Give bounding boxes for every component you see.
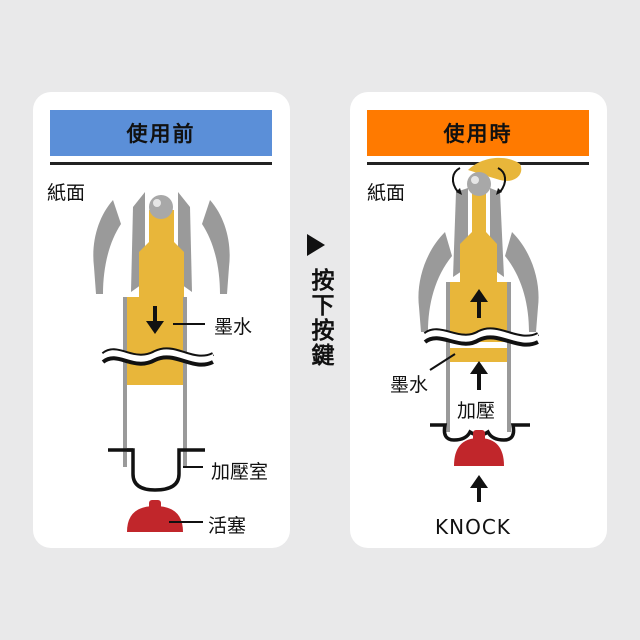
after-knock-arrow-head xyxy=(470,475,488,488)
after-up-arrow-head xyxy=(470,289,488,302)
before-title: 使用前 xyxy=(50,110,272,156)
before-tube-left-wall xyxy=(123,297,127,467)
before-right-jaw xyxy=(202,200,230,294)
before-left-jaw xyxy=(93,200,121,294)
after-title: 使用時 xyxy=(367,110,589,156)
after-ink-label: 墨水 xyxy=(390,374,429,396)
rotate-left-icon xyxy=(452,167,461,193)
before-ink-label: 墨水 xyxy=(214,316,253,338)
before-panel: 使用前 xyxy=(33,92,290,548)
rotate-right-icon xyxy=(497,167,506,193)
before-piston-label: 活塞 xyxy=(208,515,247,537)
before-ball xyxy=(149,195,173,219)
after-diagram xyxy=(418,157,539,502)
after-ink-blob xyxy=(468,157,522,181)
after-piston xyxy=(454,438,504,466)
before-chamber-label: 加壓室 xyxy=(211,461,269,483)
before-ink-channel xyxy=(139,210,184,297)
before-down-arrow-head xyxy=(146,321,164,334)
after-tube-left-wall xyxy=(446,282,450,432)
after-left-jaw xyxy=(418,232,452,332)
before-chamber xyxy=(108,448,205,492)
after-panel: 使用時 xyxy=(350,92,607,548)
after-ball xyxy=(467,172,491,196)
after-right-jaw xyxy=(505,232,539,332)
after-tube-right-wall xyxy=(507,282,511,432)
after-ink-channel xyxy=(460,192,497,287)
before-divider xyxy=(50,162,272,165)
transition-text: 按下按鍵 xyxy=(307,268,333,368)
before-diagram xyxy=(93,192,230,532)
after-pressure-label: 加壓 xyxy=(457,400,496,422)
before-tube-right-wall xyxy=(183,297,187,467)
before-paper-label: 紙面 xyxy=(47,182,86,204)
after-paper-label: 紙面 xyxy=(367,182,406,204)
after-mid-up-arrow-head xyxy=(470,361,488,374)
transition-arrow-icon xyxy=(307,234,325,256)
after-knock-label: KNOCK xyxy=(435,515,511,539)
before-piston xyxy=(127,506,183,532)
